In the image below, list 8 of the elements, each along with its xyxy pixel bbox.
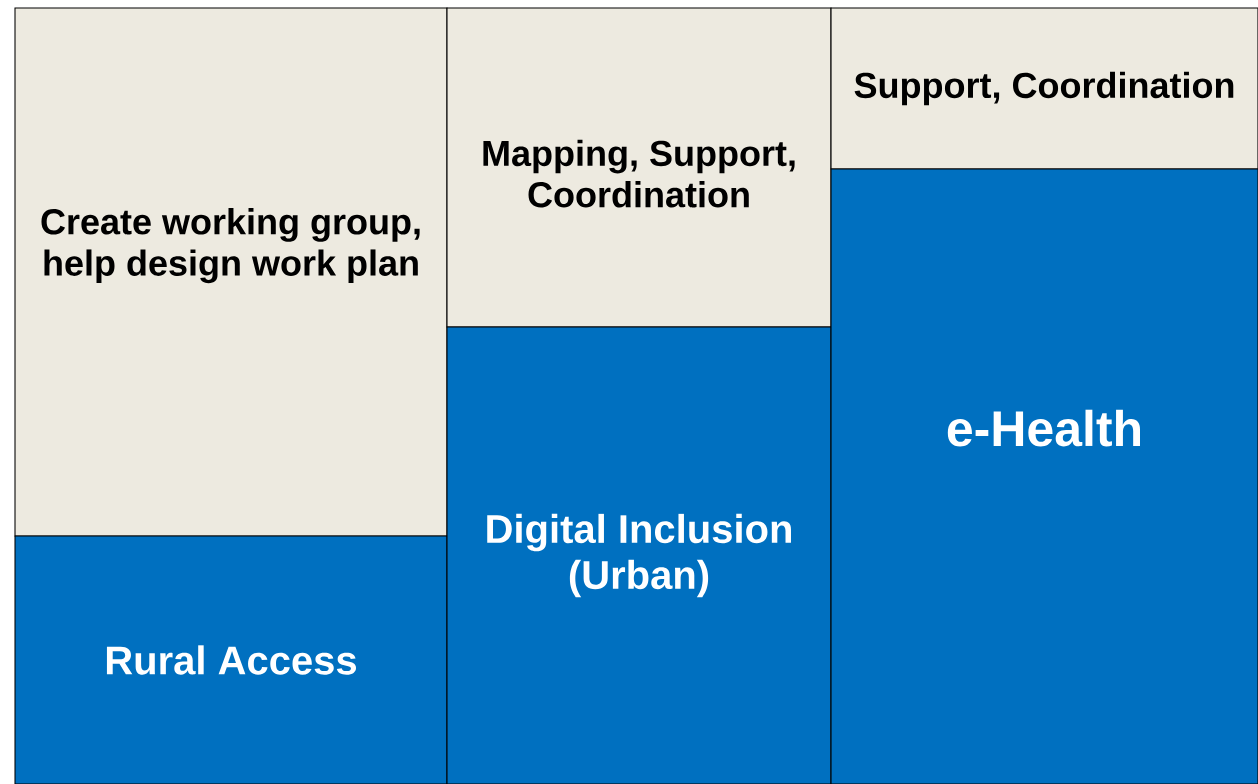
text-box: Create working group, help design work plan <box>14 7 448 537</box>
node-label: Digital Inclusion (Urban) <box>487 513 791 598</box>
topic-box: e-Health <box>830 168 1258 784</box>
text-box: Mapping, Support, Coordination <box>446 7 832 328</box>
text-box: Support, Coordination <box>830 7 1258 170</box>
node-label: Rural Access <box>106 645 357 675</box>
topic-box: Digital Inclusion (Urban) <box>446 326 832 784</box>
topic-box: Rural Access <box>14 535 448 784</box>
